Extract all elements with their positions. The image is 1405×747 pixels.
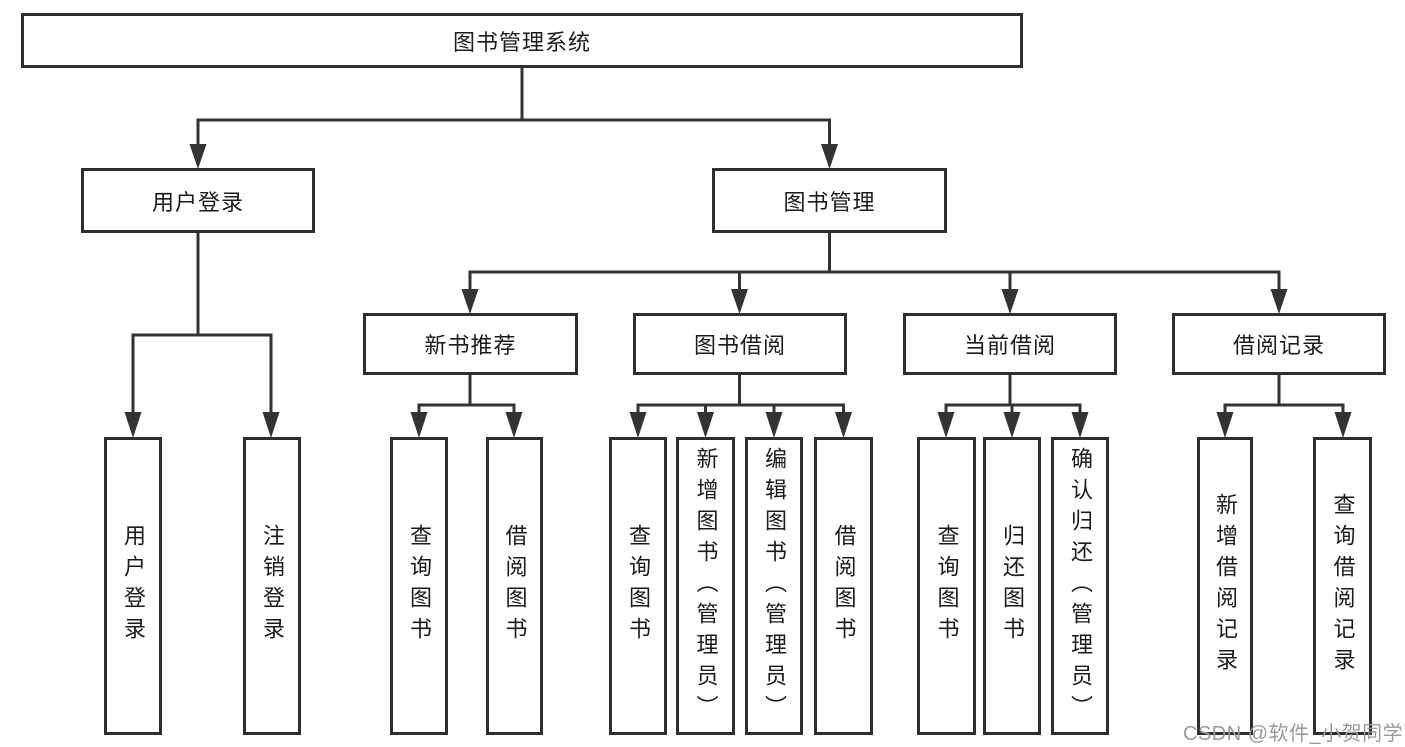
watermark: CSDN @软件_小贺同学: [1183, 723, 1404, 745]
node-label: 新书推荐: [424, 333, 517, 358]
arrow-down-icon: [1216, 412, 1234, 438]
leaf-query-borrow-record: 查询借阅记录: [1313, 437, 1372, 735]
node-label: 图书管理: [783, 189, 876, 215]
arrow-down-icon: [821, 144, 838, 169]
arrow-down-icon: [262, 412, 280, 438]
leaf-edit-books-admin: 编辑图书（管理员）: [745, 437, 803, 735]
node-label: 归还图书: [1000, 524, 1025, 648]
node-label: 注销登录: [260, 524, 285, 648]
connector-new-book-to-leaves: [410, 375, 523, 438]
leaf-confirm-return-admin: 确认归还（管理员）: [1051, 437, 1109, 735]
connector-book-management-to-level3: [461, 233, 1288, 314]
leaf-add-books-admin: 新增图书（管理员）: [676, 437, 735, 735]
node-label: 新增图书（管理员）: [693, 446, 719, 726]
arrow-down-icon: [765, 412, 783, 438]
arrow-down-icon: [697, 412, 714, 438]
node-label: 借阅记录: [1232, 333, 1325, 358]
node-label: 查询图书: [407, 524, 432, 648]
connector-current-borrow-to-leaves: [937, 375, 1089, 438]
leaf-borrow-books-1: 借阅图书: [486, 437, 543, 735]
arrow-down-icon: [1270, 289, 1288, 314]
node-library-management-system: 图书管理系统: [21, 13, 1023, 68]
leaf-add-borrow-record: 新增借阅记录: [1197, 437, 1253, 735]
node-book-management: 图书管理: [712, 168, 947, 233]
arrow-down-icon: [835, 412, 852, 438]
connector-book-borrow-to-leaves: [629, 375, 852, 438]
leaf-query-books-3: 查询图书: [917, 437, 976, 735]
connector-root-to-level2: [189, 68, 838, 169]
node-label: 确认归还（管理员）: [1068, 446, 1093, 726]
node-label: 用户登录: [121, 524, 146, 648]
arrow-down-icon: [1001, 289, 1019, 314]
leaf-query-books-2: 查询图书: [609, 437, 667, 735]
node-label: 查询借阅记录: [1330, 493, 1356, 679]
connector-borrow-records-to-leaves: [1216, 375, 1352, 438]
node-label: 借阅图书: [831, 524, 857, 648]
node-label: 用户登录: [151, 189, 244, 215]
leaf-borrow-books-2: 借阅图书: [814, 437, 873, 735]
node-new-book-recommendation: 新书推荐: [363, 313, 578, 375]
node-label: 查询图书: [626, 524, 651, 648]
node-label: 查询图书: [934, 524, 960, 648]
node-label: 借阅图书: [502, 524, 528, 648]
leaf-logout-login: 注销登录: [243, 437, 301, 735]
node-label: 图书借阅: [693, 333, 786, 358]
leaf-return-books: 归还图书: [983, 437, 1041, 735]
node-label: 新增借阅记录: [1213, 493, 1238, 679]
arrow-down-icon: [461, 289, 479, 314]
leaf-query-books-1: 查询图书: [390, 437, 448, 735]
arrow-down-icon: [124, 412, 142, 438]
arrow-down-icon: [937, 412, 955, 438]
arrow-down-icon: [410, 412, 428, 438]
node-current-borrowing: 当前借阅: [903, 313, 1117, 375]
arrow-down-icon: [731, 289, 748, 314]
arrow-down-icon: [1334, 412, 1352, 438]
arrow-down-icon: [1071, 412, 1089, 438]
arrow-down-icon: [189, 144, 207, 169]
node-label: 编辑图书（管理员）: [762, 446, 787, 726]
arrow-down-icon: [629, 412, 647, 438]
node-borrowing-records: 借阅记录: [1172, 313, 1386, 375]
node-label: 当前借阅: [963, 333, 1056, 358]
node-label: 图书管理系统: [452, 29, 591, 55]
node-user-login: 用户登录: [81, 168, 315, 233]
connector-user-login-to-leaves: [124, 232, 280, 438]
arrow-down-icon: [505, 412, 523, 438]
node-book-borrowing: 图书借阅: [633, 313, 847, 375]
arrow-down-icon: [1003, 412, 1021, 438]
leaf-user-login: 用户登录: [104, 437, 162, 735]
